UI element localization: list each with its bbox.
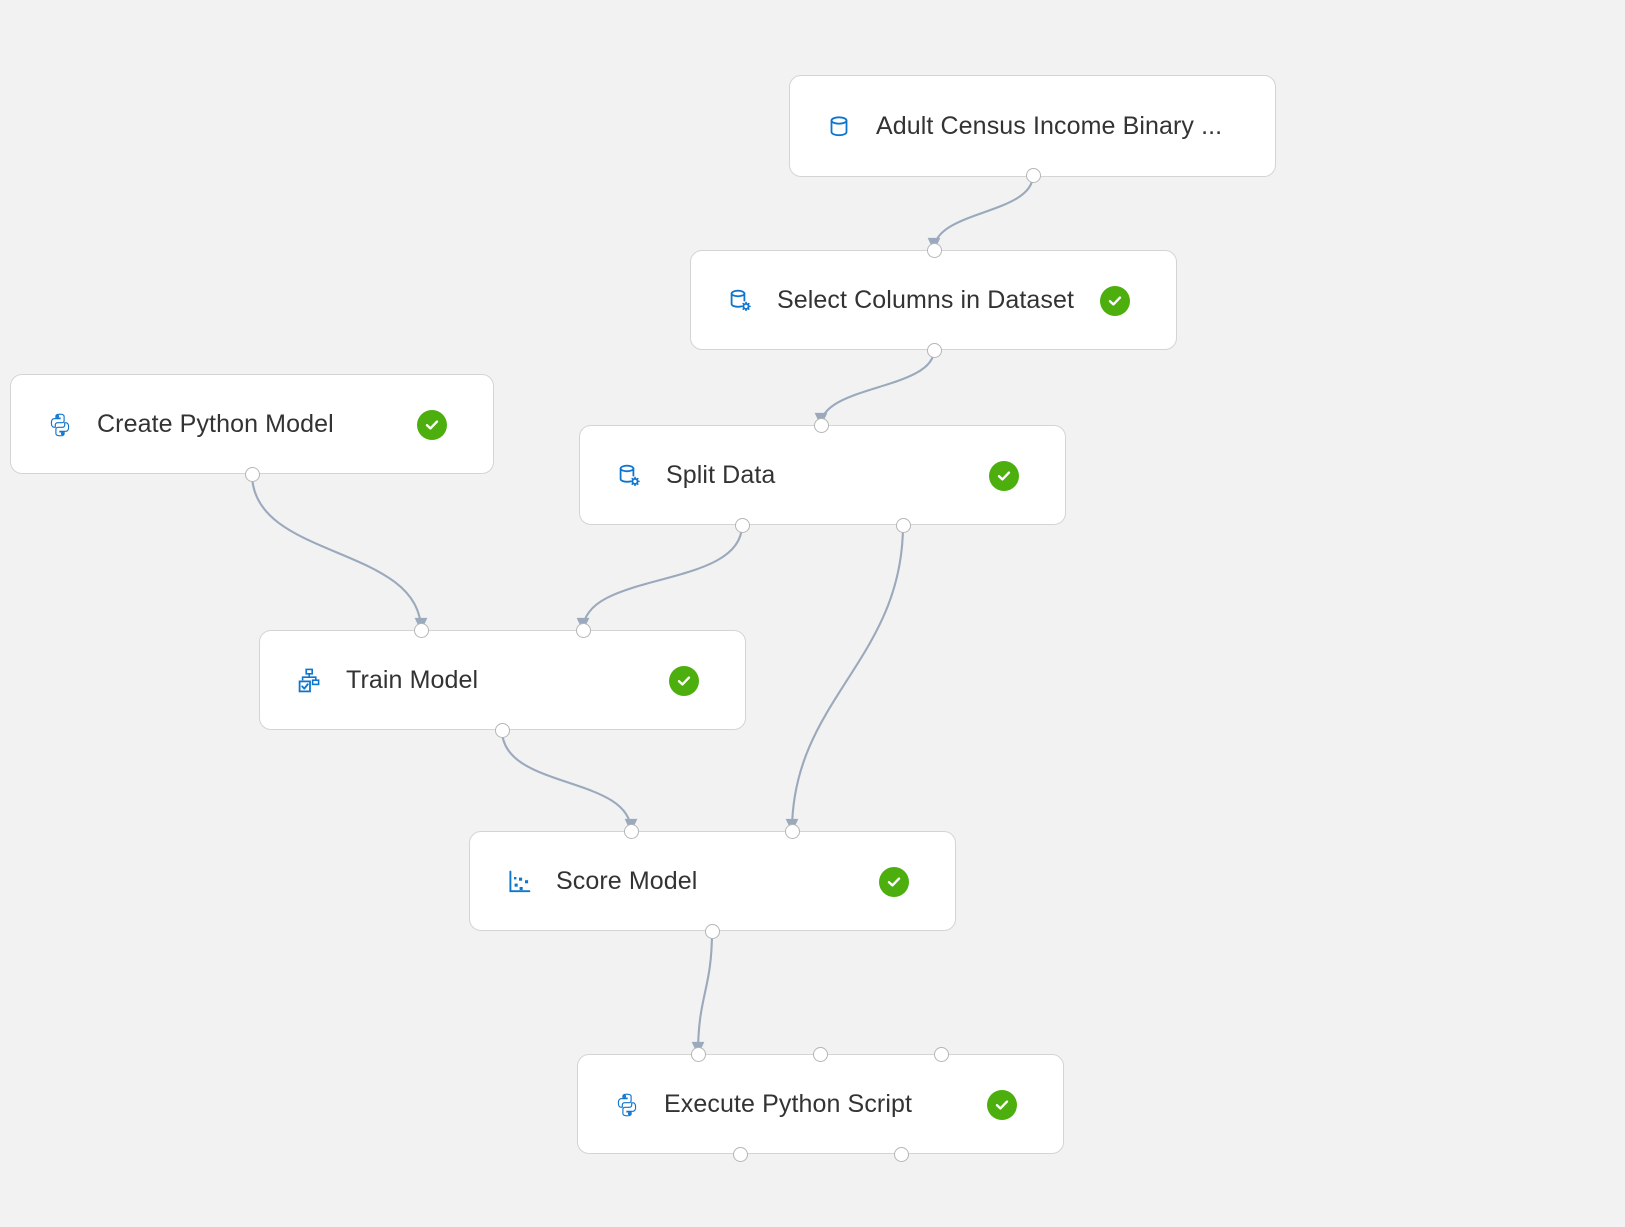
status-badge-completed-icon <box>987 1090 1017 1120</box>
status-badge-completed-icon <box>669 666 699 696</box>
port-input-select-columns-in-dataset-0[interactable] <box>926 242 942 258</box>
port-output-select-columns-in-dataset-0[interactable] <box>926 342 942 358</box>
status-badge-completed-icon <box>1100 286 1130 316</box>
port-output-execute-python-script-0[interactable] <box>732 1146 748 1162</box>
port-output-adult-census-income-binary-0[interactable] <box>1025 167 1041 183</box>
port-input-score-model-0[interactable] <box>623 823 639 839</box>
port-input-train-model-1[interactable] <box>575 622 591 638</box>
port-input-split-data-0[interactable] <box>813 417 829 433</box>
dataset-settings-icon <box>723 284 757 318</box>
python-icon <box>610 1088 644 1122</box>
edge-train-model-to-score-model[interactable] <box>500 729 638 833</box>
status-badge-completed-icon <box>417 410 447 440</box>
port-output-create-python-model-0[interactable] <box>244 466 260 482</box>
port-output-split-data-1[interactable] <box>895 517 911 533</box>
port-input-execute-python-script-2[interactable] <box>933 1046 949 1062</box>
status-badge-completed-icon <box>989 461 1019 491</box>
port-output-split-data-0[interactable] <box>734 517 750 533</box>
node-select-columns-in-dataset[interactable]: Select Columns in Dataset <box>690 250 1177 350</box>
node-create-python-model[interactable]: Create Python Model <box>10 374 494 474</box>
node-train-model[interactable]: Train Model <box>259 630 746 730</box>
train-model-icon <box>292 664 326 698</box>
port-input-execute-python-script-0[interactable] <box>690 1046 706 1062</box>
python-icon <box>43 408 77 442</box>
edge-split-data-to-score-model[interactable] <box>785 524 905 833</box>
dataset-settings-icon <box>612 459 646 493</box>
node-split-data[interactable]: Split Data <box>579 425 1066 525</box>
node-title: Select Columns in Dataset <box>777 286 1075 314</box>
node-title: Split Data <box>666 461 776 489</box>
check-glyph <box>997 471 1011 481</box>
dataset-cylinder-icon <box>822 110 856 144</box>
check-glyph <box>887 877 901 887</box>
node-title: Execute Python Script <box>664 1090 913 1118</box>
node-score-model[interactable]: Score Model <box>469 831 956 931</box>
port-input-score-model-1[interactable] <box>784 823 800 839</box>
status-badge-completed-icon <box>879 867 909 897</box>
edge-split-data-to-train-model[interactable] <box>576 524 744 632</box>
node-title: Score Model <box>556 867 698 895</box>
port-input-execute-python-script-1[interactable] <box>812 1046 828 1062</box>
node-title: Adult Census Income Binary ... <box>876 112 1223 140</box>
scatter-plot-icon <box>502 865 536 899</box>
edge-score-model-to-execute-python-script[interactable] <box>691 930 714 1056</box>
port-output-execute-python-script-1[interactable] <box>893 1146 909 1162</box>
check-glyph <box>1108 296 1122 306</box>
port-output-train-model-0[interactable] <box>494 722 510 738</box>
check-glyph <box>425 420 439 430</box>
edge-dataset-to-select-columns[interactable] <box>927 174 1035 252</box>
port-output-score-model-0[interactable] <box>704 923 720 939</box>
edge-select-columns-to-split-data[interactable] <box>814 349 936 427</box>
node-execute-python-script[interactable]: Execute Python Script <box>577 1054 1064 1154</box>
port-input-train-model-0[interactable] <box>413 622 429 638</box>
node-adult-census-income-binary[interactable]: Adult Census Income Binary ... <box>789 75 1276 177</box>
node-title: Train Model <box>346 666 479 694</box>
node-title: Create Python Model <box>97 410 334 438</box>
edge-create-python-model-to-train-model[interactable] <box>250 473 428 632</box>
check-glyph <box>677 676 691 686</box>
check-glyph <box>995 1100 1009 1110</box>
